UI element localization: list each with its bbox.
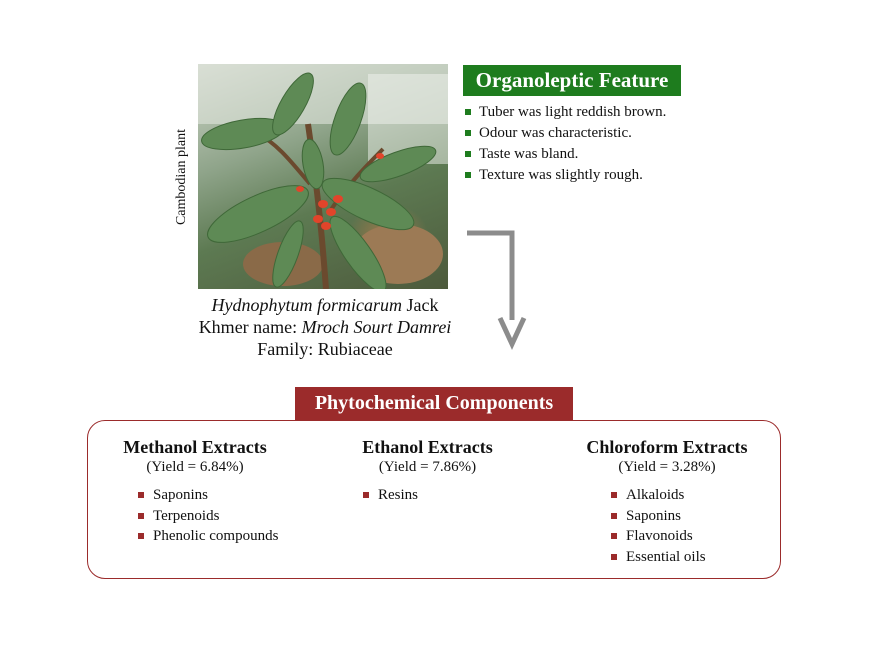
component-text: Terpenoids <box>153 507 220 524</box>
component-text: Saponins <box>153 487 209 503</box>
khmer-prefix: Khmer name: <box>198 317 298 337</box>
component-text: Saponins <box>626 507 682 524</box>
square-bullet-icon <box>465 109 471 115</box>
extract-chloroform: Chloroform Extracts (Yield = 3.28%) Alka… <box>578 436 756 567</box>
scientific-name: Hydnophytum formicarum <box>211 295 402 315</box>
component-item: Flavonoids <box>610 526 756 547</box>
organoleptic-list: Tuber was light reddish brown. Odour was… <box>465 102 666 186</box>
square-bullet-icon <box>465 151 471 157</box>
square-bullet-icon <box>138 512 144 519</box>
organoleptic-title: Organoleptic Feature <box>463 65 681 96</box>
organoleptic-item-text: Taste was bland. <box>479 146 579 162</box>
khmer-line: Khmer name: Mroch Sourt Damrei <box>160 316 490 338</box>
square-bullet-icon <box>465 130 471 136</box>
extract-yield: (Yield = 6.84%) <box>146 459 244 475</box>
square-bullet-icon <box>363 492 369 498</box>
extract-methanol: Methanol Extracts (Yield = 6.84%) Saponi… <box>115 436 279 547</box>
plant-photo <box>198 64 448 289</box>
component-text: Resins <box>378 487 419 503</box>
species-info: Hydnophytum formicarum Jack Khmer name: … <box>160 294 490 360</box>
square-bullet-icon <box>611 492 617 498</box>
extract-yield: (Yield = 7.86%) <box>378 459 477 475</box>
component-text: Phenolic compounds <box>153 528 279 544</box>
square-bullet-icon <box>465 172 471 178</box>
organoleptic-item-text: Odour was characteristic. <box>479 125 632 141</box>
organoleptic-item: Texture was slightly rough. <box>465 165 666 186</box>
components-title: Phytochemical Components <box>295 387 573 420</box>
component-text: Alkaloids <box>626 487 685 503</box>
square-bullet-icon <box>611 553 617 560</box>
family-line: Family: Rubiaceae <box>257 339 393 359</box>
extract-name: Methanol Extracts <box>123 437 267 457</box>
components-box <box>87 420 781 579</box>
square-bullet-icon <box>138 492 144 498</box>
component-text: Essential oils <box>626 548 706 565</box>
component-item: Saponins <box>137 485 275 506</box>
organoleptic-item: Odour was characteristic. <box>465 123 666 144</box>
square-bullet-icon <box>611 512 617 519</box>
extract-name: Chloroform Extracts <box>586 437 748 457</box>
component-item: Phenolic compounds <box>137 526 279 547</box>
square-bullet-icon <box>138 533 144 539</box>
extract-ethanol: Ethanol Extracts (Yield = 7.86%) Resins <box>350 436 505 506</box>
khmer-name: Mroch Sourt Damrei <box>301 317 452 337</box>
component-item: Terpenoids <box>137 506 275 527</box>
extract-components: Saponins Terpenoids Phenolic compounds <box>137 485 279 547</box>
component-text: Flavonoids <box>626 528 693 544</box>
component-item: Essential oils <box>610 547 756 568</box>
organoleptic-item-text: Tuber was light reddish brown. <box>479 104 667 120</box>
organoleptic-item: Taste was bland. <box>465 144 666 165</box>
component-item: Alkaloids <box>610 485 756 506</box>
organoleptic-item-text: Texture was slightly rough. <box>479 167 643 183</box>
species-author: Jack <box>406 295 439 315</box>
extract-name: Ethanol Extracts <box>362 437 493 457</box>
component-item: Resins <box>362 485 505 506</box>
square-bullet-icon <box>611 533 617 539</box>
species-line: Hydnophytum formicarum Jack <box>160 294 490 316</box>
extract-components: Resins <box>362 485 505 506</box>
extract-components: Alkaloids Saponins Flavonoids Essential … <box>610 485 756 567</box>
organoleptic-item: Tuber was light reddish brown. <box>465 102 666 123</box>
extract-yield: (Yield = 3.28%) <box>618 459 716 475</box>
component-item: Saponins <box>610 506 756 527</box>
